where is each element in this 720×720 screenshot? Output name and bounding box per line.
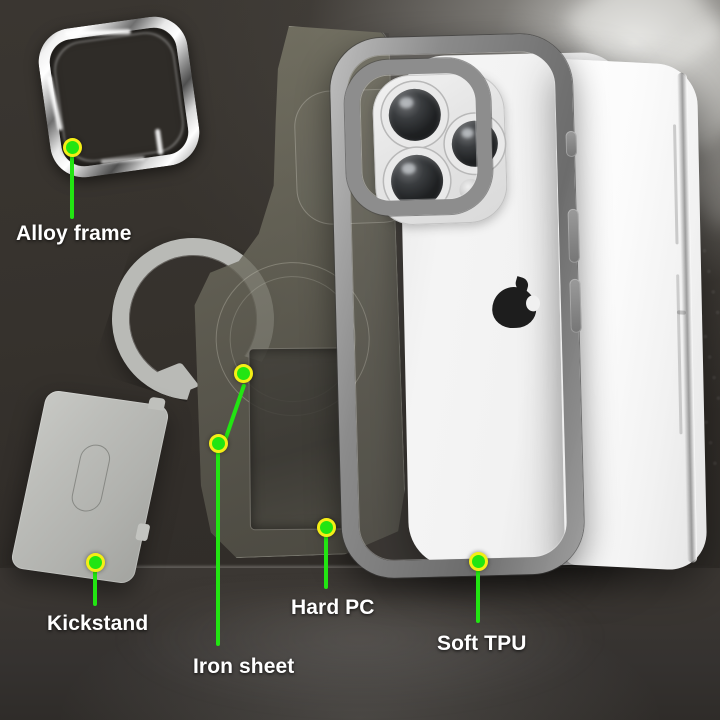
callout-marker-iron-sheet-magnet[interactable]: [234, 364, 253, 383]
floor-light-reflection: [120, 590, 600, 710]
callout-label-hard-pc: Hard PC: [291, 596, 375, 619]
soft-tpu-bumper: [328, 32, 586, 580]
callout-line-soft-tpu: [476, 569, 480, 623]
callout-marker-hard-pc[interactable]: [317, 518, 336, 537]
callout-marker-kickstand[interactable]: [86, 553, 105, 572]
soft-tpu-camera-cutout: [343, 57, 494, 217]
callout-line-hard-pc: [324, 535, 328, 589]
callout-marker-alloy-frame[interactable]: [63, 138, 82, 157]
soft-tpu-action-button: [565, 130, 578, 158]
soft-tpu-volume-up-button: [567, 208, 580, 264]
callout-line-kickstand: [93, 570, 97, 606]
callout-line-alloy-frame: [70, 155, 74, 219]
floor-horizon-line: [0, 566, 720, 569]
callout-line-iron-sheet-lower: [216, 452, 220, 646]
callout-label-soft-tpu: Soft TPU: [437, 632, 527, 655]
kickstand-finger-slot: [68, 442, 113, 514]
callout-label-kickstand: Kickstand: [47, 612, 149, 635]
alloy-frame-part: [34, 12, 204, 182]
floor-surface: [0, 568, 720, 720]
iphone-side-detail: [676, 310, 687, 315]
callout-marker-soft-tpu[interactable]: [469, 552, 488, 571]
callout-label-iron-sheet: Iron sheet: [193, 655, 295, 678]
callout-marker-iron-sheet[interactable]: [209, 434, 228, 453]
kickstand-hinge: [147, 396, 166, 411]
callout-label-alloy-frame: Alloy frame: [16, 222, 132, 245]
soft-tpu-volume-down-button: [569, 278, 582, 334]
